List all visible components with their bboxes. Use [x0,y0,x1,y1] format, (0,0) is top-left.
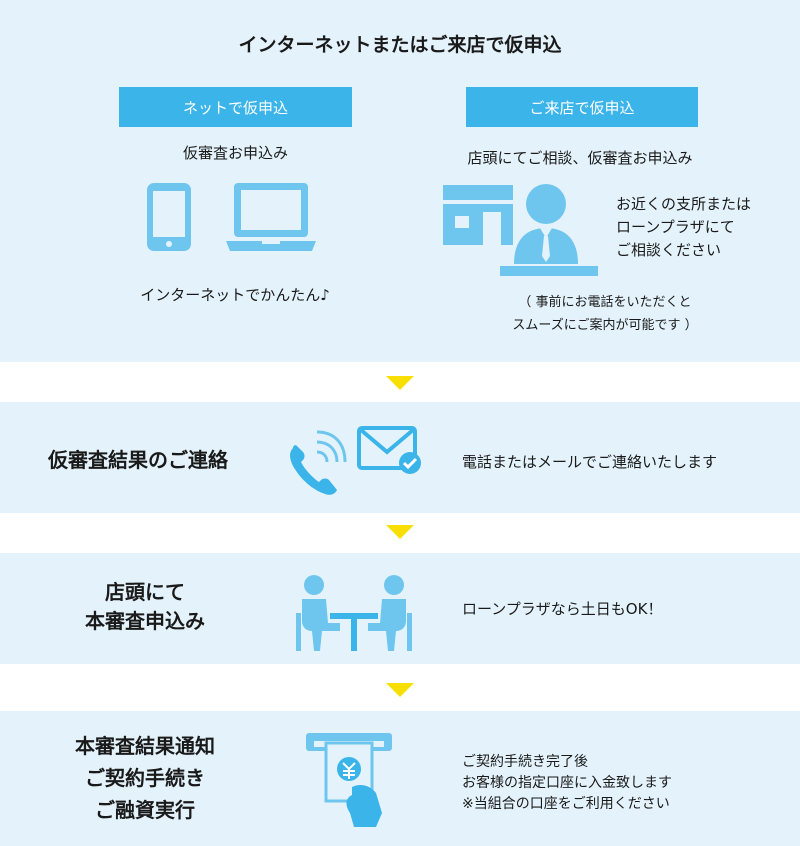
step-desc-line: ※当組合の口座をご利用ください [462,796,670,812]
phone-icon [290,430,347,495]
step-final-result [0,711,800,846]
smartphone-icon [147,183,191,251]
step-3-title: 本審査結果通知 ご契約手続き ご融資実行 [0,730,290,826]
atm-cash-icon [306,733,392,827]
application-panel [0,0,800,362]
step-desc-line: お客様の指定口座に入金致します [462,775,672,791]
step-result-notice [0,402,800,513]
envelope-check-icon [357,426,421,474]
store-icon [443,185,513,245]
step-2-desc: ローンプラザなら土日もOK！ [462,600,663,618]
page-title: インターネットまたはご来店で仮申込 [238,34,562,56]
step-title-line: 本審査申込み [85,609,205,633]
store-side-line: ローンプラザにて [616,218,735,236]
step-title-line: ご融資実行 [95,798,195,822]
step-title-line: ご契約手続き [85,766,205,790]
step-1-title: 仮審査結果のご連絡 [0,444,276,473]
step-title-line: 店頭にて [105,580,185,604]
flow-arrow [386,376,414,390]
laptop-icon [226,183,316,251]
tab-net-application[interactable]: ネットで仮申込 [119,87,352,127]
store-note-line: （ 事前にお電話をいただくと [518,295,692,310]
net-subtitle: 仮審査お申込み [182,144,288,162]
flow-arrow [386,683,414,697]
store-side-line: お近くの支所または [616,195,752,213]
step-1-desc: 電話またはメールでご連絡いたします [462,453,718,471]
flow-arrow [386,525,414,539]
store-side-line: ご相談ください [616,241,722,259]
tab-store-application[interactable]: ご来店で仮申込 [466,87,698,127]
step-2-title: 店頭にて 本審査申込み [0,578,290,636]
store-note-line: スムーズにご案内が可能です ） [512,318,698,333]
store-subtitle: 店頭にてご相談、仮審査お申込み [467,149,693,167]
step-title-line: 仮審査結果のご連絡 [48,448,228,472]
step-3-desc: ご契約手続き完了後 お客様の指定口座に入金致します ※当組合の口座をご利用くださ… [462,752,672,815]
store-note: （ 事前にお電話をいただくと スムーズにご案内が可能です ） [440,291,770,337]
staff-icon [500,184,598,276]
meeting-icon [296,575,412,651]
store-side-text: お近くの支所または ローンプラザにて ご相談ください [616,193,751,262]
net-caption: インターネットでかんたん♪ [140,286,330,304]
step-desc-line: ご契約手続き完了後 [462,754,588,770]
step-title-line: 本審査結果通知 [75,734,215,758]
